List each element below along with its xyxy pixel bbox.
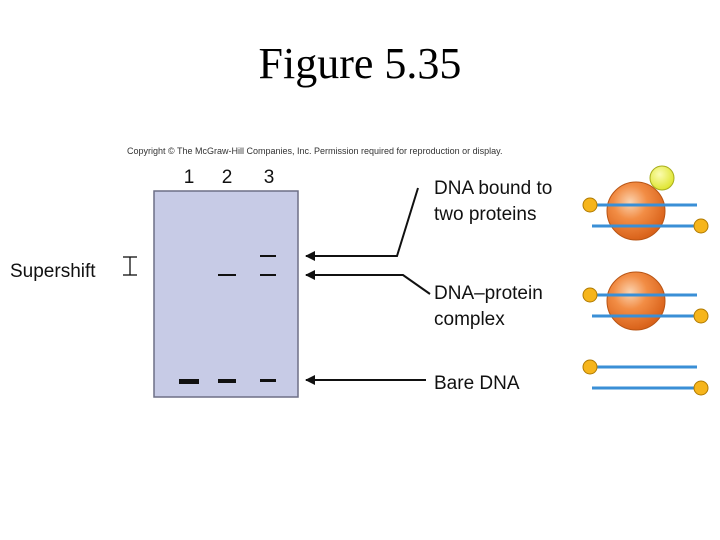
- label-two-proteins-line1: DNA bound to: [434, 178, 552, 199]
- illustration-complex: [582, 271, 709, 331]
- lane-number-2: 2: [222, 167, 233, 188]
- second-protein-icon: [649, 165, 675, 191]
- dna-end-icon: [693, 308, 709, 324]
- protein-icon: [606, 271, 666, 331]
- protein-icon: [606, 181, 666, 241]
- band-lane3-bare: [260, 379, 276, 382]
- label-bare-dna: Bare DNA: [434, 373, 520, 394]
- gel: [153, 190, 299, 398]
- illustration-two-proteins: [582, 165, 709, 241]
- label-complex-line1: DNA–protein: [434, 283, 543, 304]
- band-lane2-complex: [218, 274, 236, 276]
- label-complex-line2: complex: [434, 309, 505, 330]
- dna-end-icon: [582, 197, 598, 213]
- band-lane1-bare: [179, 379, 199, 384]
- dna-end-icon: [693, 218, 709, 234]
- band-lane2-bare: [218, 379, 236, 383]
- slide-title: Figure 5.35: [258, 39, 462, 88]
- arrow-two-proteins: [305, 187, 419, 261]
- illustration-bare-dna: [582, 359, 709, 396]
- lane-number-3: 3: [264, 167, 275, 188]
- supershift-label: Supershift: [10, 261, 96, 282]
- band-lane3-complex: [260, 274, 276, 276]
- copyright-notice: Copyright © The McGraw-Hill Companies, I…: [127, 146, 503, 156]
- dna-end-icon: [582, 287, 598, 303]
- arrow-complex: [305, 270, 431, 295]
- supershift-bracket: [123, 256, 137, 276]
- label-two-proteins-line2: two proteins: [434, 204, 536, 225]
- dna-end-icon: [693, 380, 709, 396]
- dna-end-icon: [582, 359, 598, 375]
- band-lane3-supershift: [260, 255, 276, 257]
- lane-number-1: 1: [184, 167, 195, 188]
